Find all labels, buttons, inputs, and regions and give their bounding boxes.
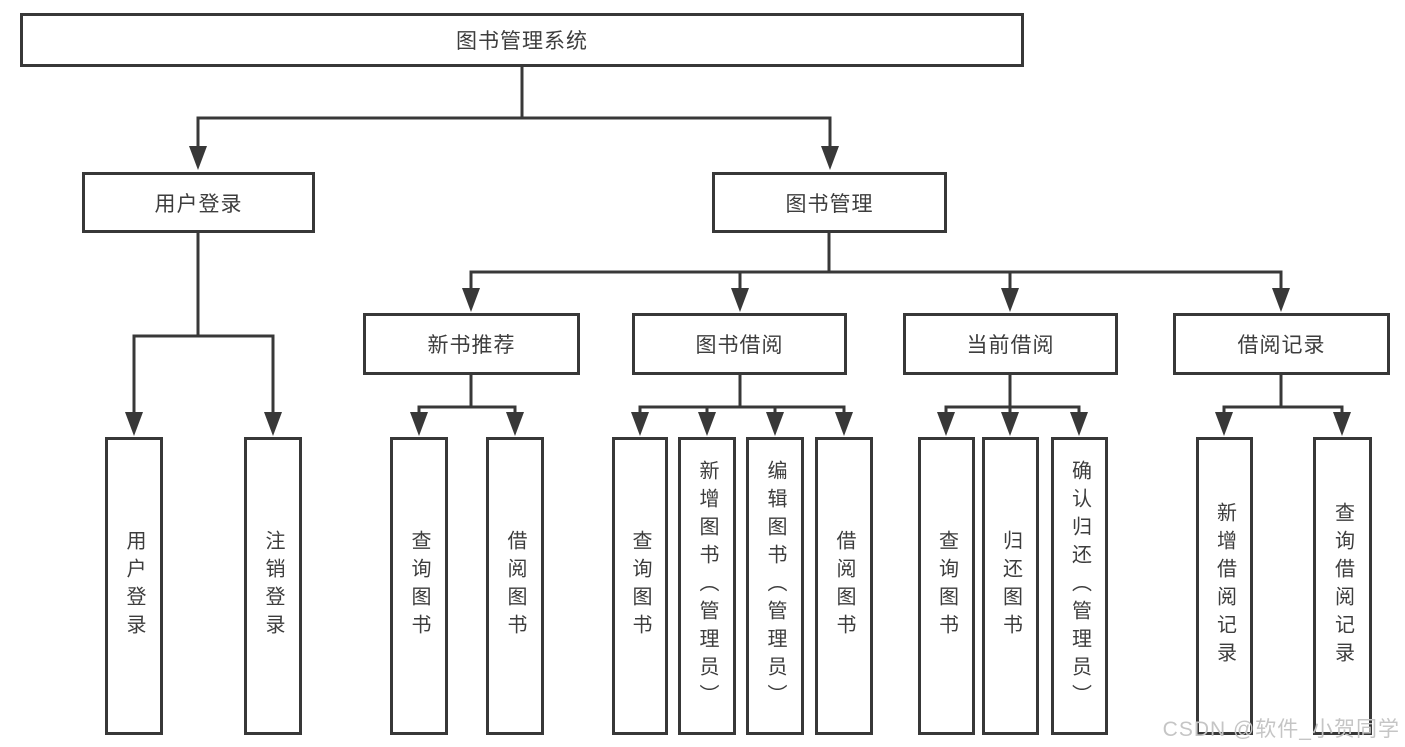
- node-label: 当前借阅: [966, 334, 1055, 357]
- node-label: 图书借阅: [695, 334, 784, 357]
- leaf-edit-books-admin: 编辑图书（管理员）: [746, 437, 804, 735]
- node-label: 图书管理: [785, 192, 874, 216]
- node-library-management-system: 图书管理系统: [20, 13, 1024, 67]
- leaf-label: 查询图书: [629, 530, 651, 642]
- leaf-label: 用户登录: [123, 530, 145, 642]
- node-user-login: 用户登录: [82, 172, 315, 233]
- leaf-borrow-books-recommend: 借阅图书: [486, 437, 544, 735]
- node-book-borrowing: 图书借阅: [632, 313, 847, 375]
- leaf-label: 归还图书: [999, 530, 1022, 642]
- node-label: 用户登录: [154, 192, 243, 216]
- arrowhead-icons: [125, 146, 1351, 436]
- leaf-confirm-return-admin: 确认归还（管理员）: [1051, 437, 1108, 735]
- leaf-add-borrow-record: 新增借阅记录: [1196, 437, 1253, 735]
- leaf-label: 查询图书: [935, 530, 958, 642]
- leaf-add-books-admin: 新增图书（管理员）: [678, 437, 736, 735]
- node-label: 借阅记录: [1237, 334, 1326, 357]
- leaf-label: 查询借阅记录: [1331, 502, 1354, 670]
- leaf-label: 查询图书: [408, 530, 430, 642]
- leaf-label: 新增图书（管理员）: [696, 460, 718, 712]
- leaf-query-books-borrow: 查询图书: [612, 437, 668, 735]
- csdn-watermark: CSDN @软件_小贺同学: [1162, 718, 1400, 741]
- node-book-management: 图书管理: [712, 172, 947, 233]
- node-new-book-recommendation: 新书推荐: [363, 313, 580, 375]
- leaf-user-login: 用户登录: [105, 437, 163, 735]
- leaf-label: 借阅图书: [833, 530, 855, 642]
- leaf-borrow-books: 借阅图书: [815, 437, 873, 735]
- node-borrowing-records: 借阅记录: [1173, 313, 1390, 375]
- leaf-logout: 注销登录: [244, 437, 302, 735]
- node-label: 新书推荐: [427, 334, 516, 357]
- leaf-label: 编辑图书（管理员）: [764, 460, 786, 712]
- leaf-label: 确认归还（管理员）: [1068, 460, 1091, 712]
- node-label: 图书管理系统: [456, 30, 588, 53]
- leaf-return-books: 归还图书: [982, 437, 1039, 735]
- leaf-label: 注销登录: [262, 530, 284, 642]
- node-current-borrowing: 当前借阅: [903, 313, 1118, 375]
- leaf-query-books-recommend: 查询图书: [390, 437, 448, 735]
- leaf-label: 新增借阅记录: [1213, 502, 1236, 670]
- leaf-query-books-current: 查询图书: [918, 437, 975, 735]
- leaf-label: 借阅图书: [504, 530, 526, 642]
- leaf-query-borrow-record: 查询借阅记录: [1313, 437, 1372, 735]
